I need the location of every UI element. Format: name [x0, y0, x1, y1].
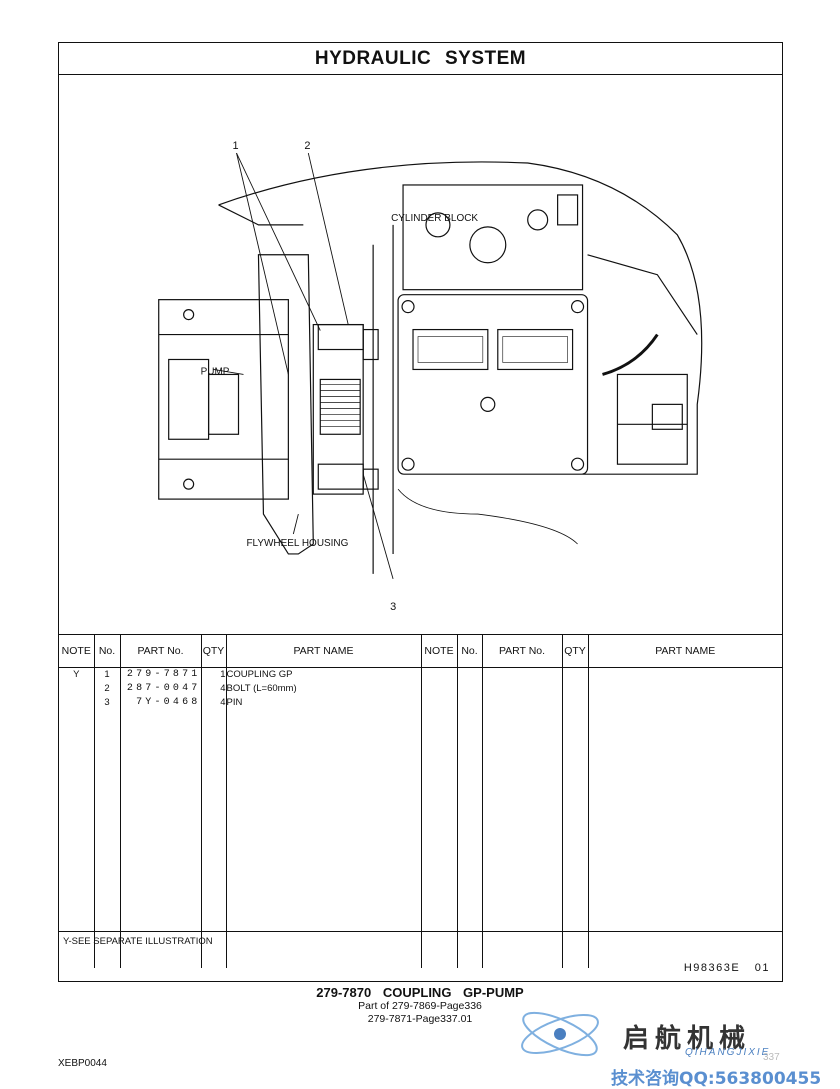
table-cell: 3: [104, 697, 110, 708]
table-cell: PIN: [226, 697, 243, 708]
callout-2: 2: [304, 140, 310, 152]
col-no: No.: [94, 635, 121, 668]
cylinder-block-label: CYLINDER BLOCK: [391, 213, 478, 224]
empty-cell: [588, 668, 782, 969]
group-reference-1: Part of 279-7869-Page336: [358, 1000, 482, 1012]
col-part-name: PART NAME: [226, 635, 422, 668]
callout-1: 1: [233, 140, 239, 152]
flywheel-housing-label: FLYWHEEL HOUSING: [246, 538, 348, 549]
table-cell: 4: [220, 697, 226, 708]
part-names-column: COUPLING GP BOLT (L=60mm) PIN: [226, 667, 422, 968]
exploded-illustration: 1 2 3 CYLINDER BLOCK PUMP FLYWHEEL HOUSI…: [59, 75, 782, 635]
footer-note: Y-SEE SEPARATE ILLUSTRATION: [63, 936, 213, 947]
watermark-contact: 技术咨询QQ:563800455: [611, 1069, 822, 1089]
notes-column: Y: [59, 667, 95, 968]
table-cell: 1: [220, 669, 226, 680]
empty-cell: [457, 667, 483, 968]
empty-cell: [562, 667, 589, 968]
col-qty-2: QTY: [562, 635, 589, 668]
table-cell: [59, 696, 94, 710]
flywheel-housing-shape: [257, 254, 314, 555]
table-body: Y 1 2 3 279-7871 287-0047 7Y-0468 1 4: [59, 667, 782, 969]
table-cell: 2: [104, 683, 110, 694]
table-cell: 4: [220, 683, 226, 694]
col-part-name-2: PART NAME: [588, 635, 782, 668]
footer-area: Y-SEE SEPARATE ILLUSTRATION H98363E 01: [59, 931, 782, 983]
watermark-name-en: QIHANGJIXIE: [685, 1047, 771, 1058]
pump-label: PUMP: [201, 366, 230, 377]
ecm-shape: [397, 294, 589, 475]
parts-page-frame: HYDRAULIC SYSTEM: [58, 42, 783, 982]
table-cell: COUPLING GP: [226, 669, 293, 680]
group-title: 279-7870 COUPLING GP-PUMP: [316, 985, 524, 1000]
page-title: HYDRAULIC SYSTEM: [59, 43, 782, 75]
table-cell: BOLT (L=60mm): [226, 683, 297, 694]
col-note-2: NOTE: [421, 635, 458, 668]
table-cell: 7Y-0468: [136, 697, 201, 708]
table-cell: [59, 682, 94, 696]
numbers-column: 1 2 3: [94, 667, 121, 968]
parts-table: NOTE No. PART No. QTY PART NAME NOTE No.…: [59, 635, 782, 968]
harness-wire: [397, 488, 578, 545]
col-part-no-2: PART No.: [482, 635, 563, 668]
page-number: 337: [763, 1052, 780, 1063]
empty-cell: [421, 667, 458, 968]
illustration-drawing: 1 2 3 CYLINDER BLOCK PUMP FLYWHEEL HOUSI…: [158, 140, 703, 613]
table-cell: 1: [104, 669, 110, 680]
illustration-code: H98363E 01: [683, 962, 770, 974]
engine-outline: [218, 161, 703, 475]
part-numbers-column: 279-7871 287-0047 7Y-0468: [120, 667, 202, 968]
watermark-name-cn: 启航机械: [623, 1024, 752, 1054]
qty-column: 1 4 4: [201, 667, 227, 968]
table-cell: Y: [73, 669, 80, 680]
col-part-no: PART No.: [120, 635, 202, 668]
orbit-logo-icon: [521, 1011, 599, 1057]
col-qty: QTY: [201, 635, 227, 668]
watermark-logo: 启航机械 QIHANGJIXIE 337 技术咨询QQ:563800455: [515, 1004, 835, 1089]
callout-3: 3: [390, 601, 396, 613]
document-code: XEBP0044: [58, 1058, 107, 1069]
empty-cell: [482, 667, 563, 968]
cylinder-block-shape: [402, 184, 584, 291]
group-reference-2: 279-7871-Page337.01: [367, 1013, 473, 1025]
col-no-2: No.: [457, 635, 483, 668]
table-cell: 279-7871: [126, 669, 201, 680]
col-note: NOTE: [59, 635, 95, 668]
table-header-row: NOTE No. PART No. QTY PART NAME NOTE No.…: [59, 635, 782, 668]
table-cell: 287-0047: [126, 683, 201, 694]
